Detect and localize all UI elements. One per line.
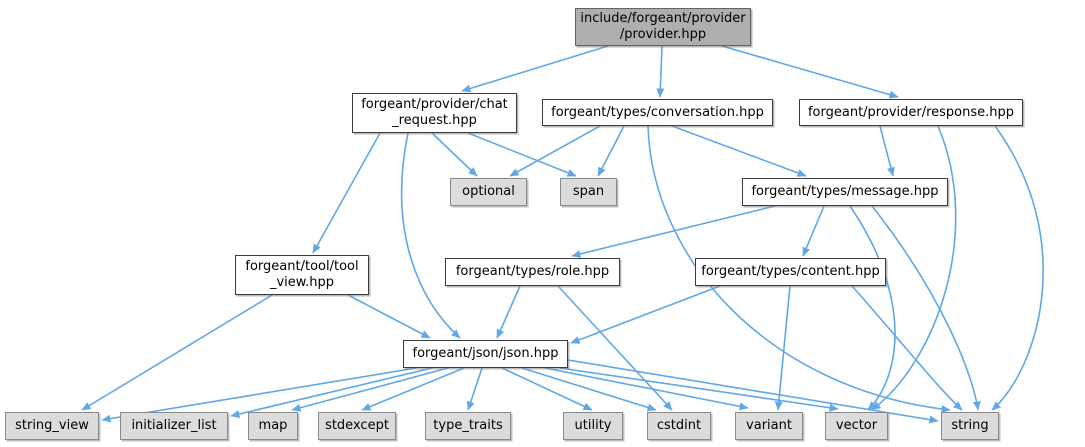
graph-node-utility: utility bbox=[563, 412, 623, 440]
include-edge-json-to-string_view bbox=[101, 367, 417, 423]
graph-node-label: variant bbox=[746, 418, 792, 433]
include-edge-provider-to-response bbox=[721, 45, 899, 99]
graph-node-label: initializer_list bbox=[131, 418, 217, 433]
include-edge-json-to-cstdint bbox=[521, 367, 657, 412]
graph-node-label: include/forgeant/provider bbox=[580, 11, 746, 26]
graph-node-label: forgeant/json/json.hpp bbox=[412, 346, 559, 361]
include-edge-json-to-initializer_list bbox=[230, 367, 433, 418]
include-edge-response-to-message bbox=[879, 125, 895, 177]
include-edge-message-to-string bbox=[871, 205, 981, 411]
include-edge-chat_request-to-tool_view bbox=[312, 132, 381, 254]
include-edge-chat_request-to-json bbox=[400, 132, 461, 339]
graph-node-span: span bbox=[560, 178, 617, 206]
include-edge-message-to-role bbox=[571, 205, 776, 258]
graph-node-label: string bbox=[951, 418, 989, 433]
include-edge-content-to-variant bbox=[774, 285, 791, 411]
include-edge-chat_request-to-span bbox=[467, 132, 577, 177]
include-edge-response-to-vector bbox=[871, 125, 957, 411]
graph-node-type_traits: type_traits bbox=[425, 412, 511, 440]
graph-node-optional: optional bbox=[450, 178, 527, 206]
include-edge-conversation-to-span bbox=[597, 125, 625, 177]
include-edge-message-to-vector bbox=[849, 205, 896, 411]
include-edge-json-to-variant bbox=[544, 367, 749, 411]
graph-node-message[interactable]: forgeant/types/message.hpp bbox=[742, 178, 948, 206]
include-edge-role-to-cstdint bbox=[557, 285, 673, 411]
include-edge-message-to-content bbox=[802, 205, 825, 257]
graph-node-label: utility bbox=[574, 418, 612, 433]
graph-node-stdexcept: stdexcept bbox=[318, 412, 396, 440]
include-edge-json-to-type_traits bbox=[466, 367, 483, 411]
graph-node-content[interactable]: forgeant/types/content.hpp bbox=[695, 258, 886, 286]
include-edge-content-to-json bbox=[570, 285, 721, 344]
include-edge-json-to-vector bbox=[559, 367, 839, 412]
graph-node-label: forgeant/provider/response.hpp bbox=[807, 104, 1015, 120]
graph-node-role[interactable]: forgeant/types/role.hpp bbox=[445, 258, 620, 286]
graph-node-map: map bbox=[248, 412, 298, 440]
include-edge-provider-to-chat_request bbox=[461, 45, 609, 93]
graph-node-provider: include/forgeant/provider/provider.hpp bbox=[575, 8, 751, 46]
graph-node-initializer_list: initializer_list bbox=[120, 412, 228, 440]
graph-node-label: forgeant/types/content.hpp bbox=[701, 264, 880, 279]
include-edge-response-to-string bbox=[991, 125, 1044, 411]
graph-node-label: _view.hpp bbox=[269, 275, 335, 290]
include-edge-role-to-json bbox=[496, 285, 521, 339]
graph-node-variant: variant bbox=[735, 412, 803, 440]
graph-node-label: map bbox=[258, 418, 288, 433]
graph-node-label: optional bbox=[462, 184, 515, 199]
graph-node-response[interactable]: forgeant/provider/response.hpp bbox=[799, 99, 1023, 126]
graph-node-cstdint: cstdint bbox=[647, 412, 711, 440]
graph-node-label: type_traits bbox=[433, 418, 503, 433]
graph-node-json[interactable]: forgeant/json/json.hpp bbox=[403, 340, 568, 368]
include-edge-json-to-string bbox=[567, 359, 939, 424]
graph-node-string_view: string_view bbox=[5, 412, 99, 440]
graph-node-label: span bbox=[572, 184, 605, 199]
include-edge-conversation-to-message bbox=[671, 125, 807, 177]
graph-node-tool_view[interactable]: forgeant/tool/tool_view.hpp bbox=[235, 255, 369, 295]
graph-node-label: stdexcept bbox=[325, 418, 389, 433]
include-edge-tool_view-to-string_view bbox=[81, 294, 273, 411]
include-edge-json-to-map bbox=[291, 367, 449, 412]
graph-node-label: string_view bbox=[15, 418, 89, 433]
graph-node-label: forgeant/types/conversation.hpp bbox=[551, 104, 764, 120]
graph-node-label: forgeant/tool/tool bbox=[245, 259, 359, 274]
graph-node-label: forgeant/provider/chat bbox=[361, 97, 508, 112]
include-edge-conversation-to-optional bbox=[509, 125, 601, 177]
graph-node-label: /provider.hpp bbox=[619, 27, 707, 42]
graph-node-vector: vector bbox=[825, 412, 888, 440]
graph-node-label: cstdint bbox=[656, 418, 702, 433]
graph-node-label: vector bbox=[835, 418, 878, 433]
include-edge-content-to-string bbox=[851, 285, 963, 411]
include-edge-json-to-stdexcept bbox=[361, 367, 465, 411]
include-edge-tool_view-to-json bbox=[347, 294, 431, 339]
include-edge-provider-to-conversation bbox=[656, 45, 665, 98]
graph-node-label: forgeant/types/message.hpp bbox=[751, 184, 939, 199]
graph-node-chat_request[interactable]: forgeant/provider/chat_request.hpp bbox=[352, 93, 517, 133]
graph-node-conversation[interactable]: forgeant/types/conversation.hpp bbox=[542, 99, 773, 126]
graph-node-label: forgeant/types/role.hpp bbox=[455, 264, 610, 279]
graph-node-label: _request.hpp bbox=[392, 113, 477, 128]
graph-node-string: string bbox=[941, 412, 999, 440]
include-edge-json-to-utility bbox=[501, 367, 593, 411]
include-edge-chat_request-to-optional bbox=[431, 132, 478, 177]
